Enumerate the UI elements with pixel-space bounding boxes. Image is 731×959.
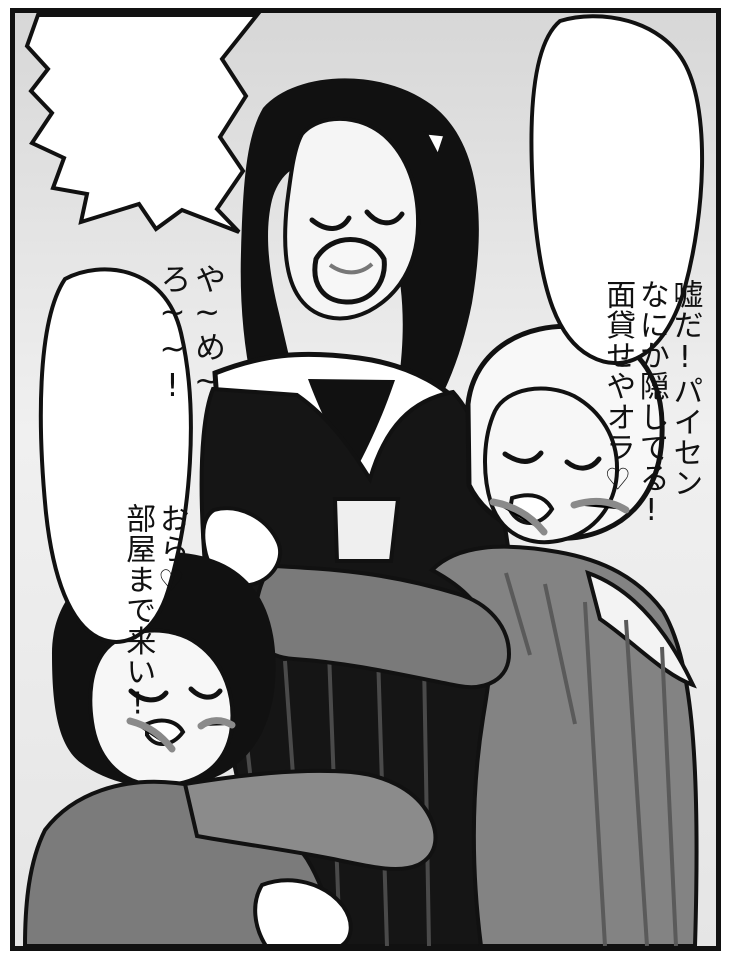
center-mouth-shade	[328, 262, 374, 275]
left-arm	[182, 768, 438, 871]
top-right-bubble-text: 嘘だ!パイセン なにか隠してる! 面貸せやオラ♡	[567, 65, 716, 529]
top-left-bubble-line-2: ろ~~!	[154, 262, 191, 405]
top-right-speech-bubble	[529, 14, 705, 366]
left-bubble-line-2: 部屋まで来い!	[120, 502, 156, 722]
top-right-bubble-line-2: なにか隠してる!	[633, 278, 669, 529]
top-left-bubble-line-1: や~め~	[189, 262, 226, 400]
right-right-eye	[564, 456, 602, 471]
left-bubble-line-1: おら♡	[153, 502, 189, 600]
top-left-bubble-text: や~め~ ろ~~!	[120, 43, 259, 404]
center-right-eye	[364, 209, 405, 226]
right-blush	[489, 497, 630, 536]
left-hand	[253, 878, 353, 946]
top-left-shout-bubble	[24, 13, 262, 234]
center-left-eye	[309, 215, 352, 231]
center-hair	[240, 78, 479, 428]
left-left-eye	[128, 688, 169, 703]
left-speech-bubble	[38, 267, 193, 644]
left-right-eye	[188, 686, 223, 700]
manga-panel: や~め~ ろ~~! 嘘だ!パイセン なにか隠してる! 面貸せやオラ♡ おら♡ 部…	[10, 8, 721, 951]
left-face	[88, 628, 235, 788]
left-blush	[126, 717, 236, 753]
right-character	[201, 323, 699, 946]
top-right-bubble-line-1: 嘘だ!パイセン	[667, 278, 703, 498]
right-pleats	[504, 572, 678, 946]
center-hair-bow	[423, 131, 448, 160]
center-neck-tie-shadow	[308, 379, 395, 470]
right-left-eye	[502, 450, 544, 464]
left-bubble-text: おら♡ 部屋まで来い!	[87, 289, 221, 722]
center-knot	[332, 497, 401, 563]
top-right-bubble-line-3: 面貸せやオラ♡	[600, 278, 636, 498]
panel-artwork	[15, 13, 716, 946]
